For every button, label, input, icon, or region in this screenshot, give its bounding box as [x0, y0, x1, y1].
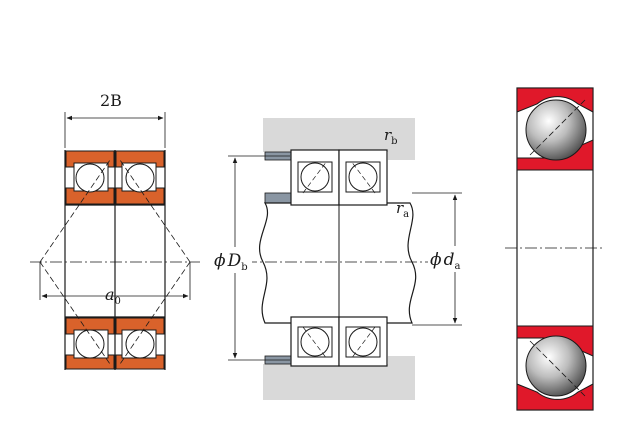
outer-ring-top: [516, 87, 594, 113]
pressure-center-label: a0: [105, 285, 121, 307]
shaft-spacer-top: [264, 192, 292, 204]
shaft: [258, 202, 417, 324]
width-label: 2B: [100, 91, 122, 110]
housing-top: [263, 118, 415, 152]
outer-ring-bottom: [516, 383, 594, 411]
shaft-radius-label: ra: [396, 199, 409, 220]
housing-radius-label: rb: [384, 126, 398, 147]
duplex-bearing-figure: 2B a0: [30, 91, 200, 370]
width-dimension: 2B: [64, 91, 166, 148]
pressure-center-dimension: a0: [39, 262, 191, 307]
ball-bottom: [525, 335, 587, 397]
contact-angle-lines: [39, 159, 191, 365]
single-bearing-figure: [505, 87, 605, 411]
ball-top: [525, 99, 587, 161]
top-balls: [73, 162, 157, 193]
bottom-balls: [73, 329, 157, 359]
housing-bottom: [263, 364, 415, 400]
